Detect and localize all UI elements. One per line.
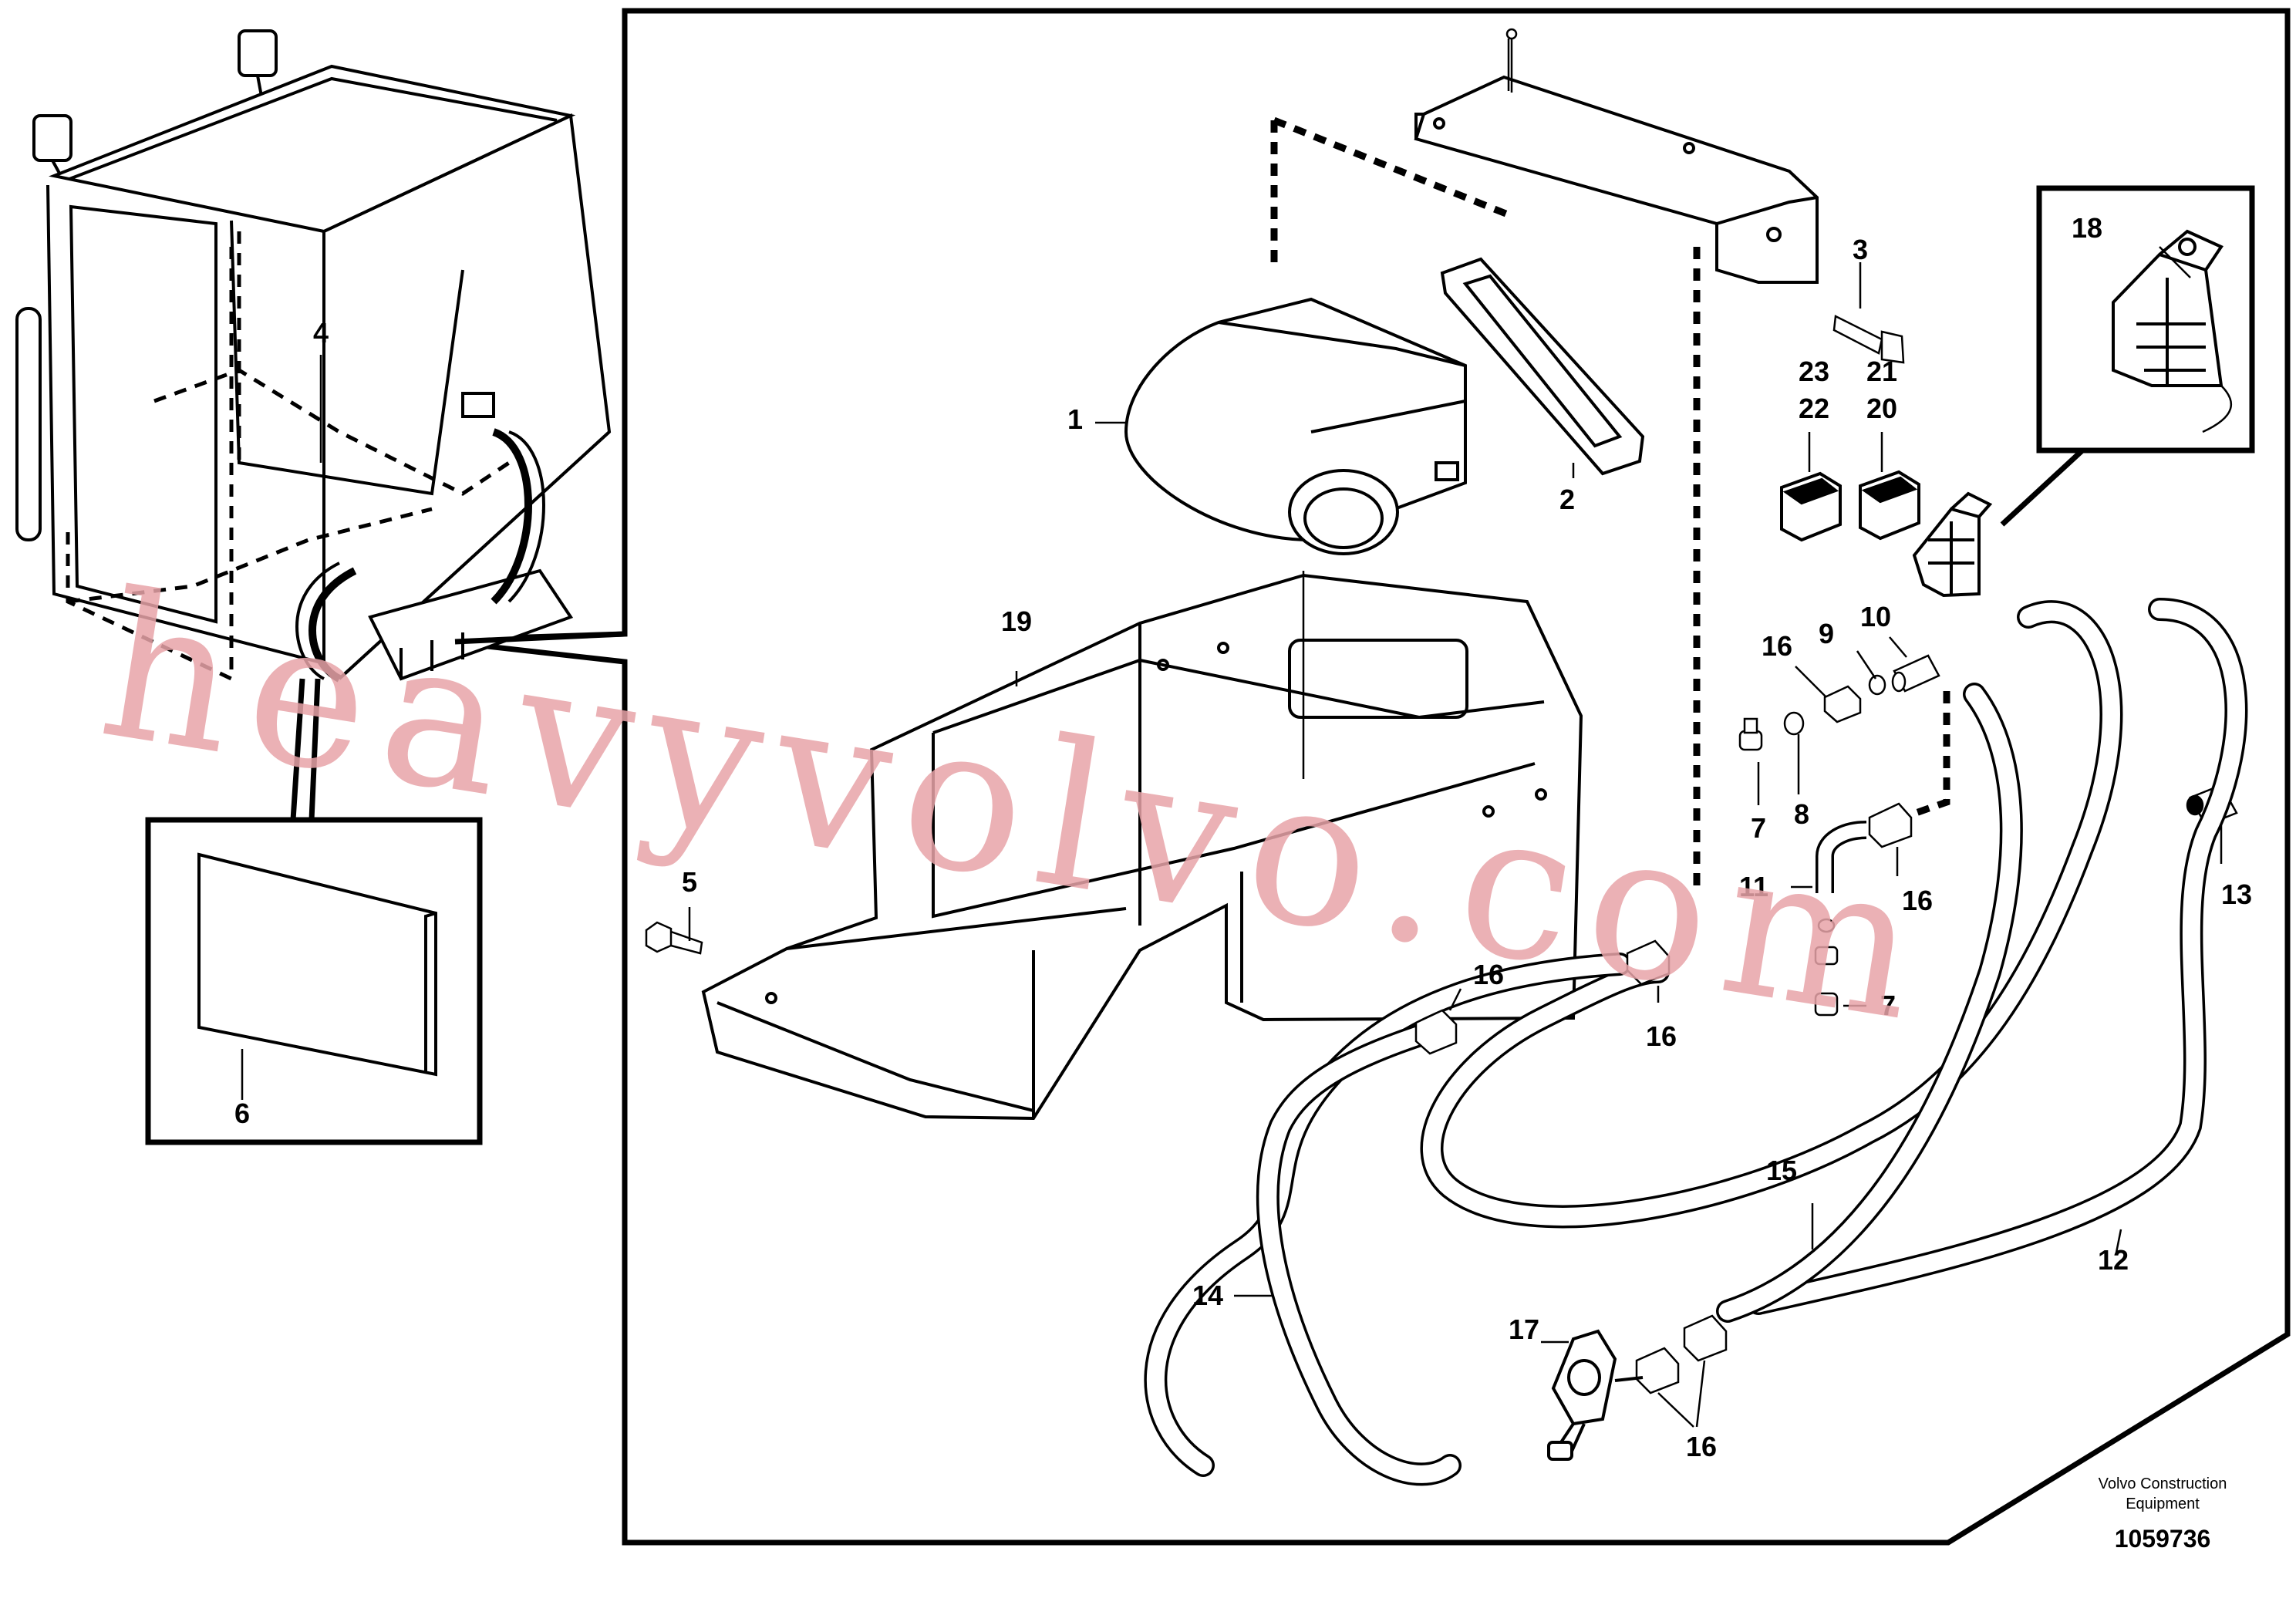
clamp-item16-left [1414,1009,1458,1055]
item6-leader [290,678,321,821]
leader-lines [241,246,2223,1428]
bolt-item5 [645,921,703,955]
bracket-item18 [1912,491,1993,598]
label-item7-top: 7 [1751,812,1766,844]
cab-overview [15,29,612,683]
drawing-number: 1059736 [2115,1525,2211,1553]
hose-item15-branch [1716,683,2023,1323]
credit-line2: Equipment [2126,1496,2200,1512]
label-item15: 15 [1766,1155,1797,1186]
label-item16-center: 16 [1646,1020,1677,1052]
valve-item17 [1547,1329,1644,1461]
washer-item9 [1868,674,1886,696]
hose-item14 [1144,953,1631,1477]
label-item10: 10 [1860,601,1891,632]
mounting-bracket [1414,75,1819,284]
label-item3: 3 [1853,234,1868,265]
label-item4: 4 [313,317,329,349]
item18-leader [2000,448,2085,527]
label-item13: 13 [2221,878,2252,910]
label-item6: 6 [234,1098,250,1129]
bolt-item3 [1832,315,1905,364]
elbow-item11 [1816,821,1867,893]
label-item16-mid: 16 [1902,885,1933,916]
top-screw [1505,28,1518,93]
clamp-item16-top [1823,685,1862,723]
tube-item10 [1891,654,1940,693]
hose-item14-lower [1256,1019,1462,1486]
credit-line1: Volvo Construction [2099,1475,2227,1492]
cab-detail-leader [454,631,625,645]
clamp-item16-bottom-a [1635,1347,1680,1394]
label-item16-top: 16 [1762,630,1792,662]
label-item8: 8 [1794,798,1809,830]
label-item9: 9 [1819,618,1834,649]
panel-item6 [197,852,437,1077]
label-item19: 19 [1001,605,1032,637]
heater-unit-item1 [1124,297,1467,555]
label-item20: 20 [1866,393,1897,424]
switch-items-20-21 [1859,470,1920,541]
label-item21: 21 [1866,356,1897,387]
label-item17: 17 [1509,1313,1539,1345]
dashed-fitting-link [1914,691,1950,817]
label-item5: 5 [682,866,697,898]
label-item18: 18 [2072,212,2102,244]
label-item11: 11 [1739,871,1768,902]
clamp-item16-center [1626,939,1671,986]
label-item1: 1 [1067,403,1083,435]
hose-item12 [1747,598,2248,1315]
part-labels: 1 2 3 4 5 6 7 7 8 9 10 11 12 13 14 15 16… [234,212,2252,1462]
gasket-item2 [1440,257,1645,476]
clamp-item16-bottom-b [1683,1314,1728,1362]
dashed-outline-top [1270,116,1513,262]
label-item22: 22 [1799,393,1829,424]
label-item14: 14 [1192,1280,1223,1311]
fitting-item7-bottom [1814,918,1839,1017]
item18-callout-frame [2036,185,2255,454]
tray-item19 [701,573,1583,1121]
label-item16-bottom: 16 [1686,1431,1717,1462]
fitting-item7-top [1738,717,1763,751]
switch-items-22-23 [1780,471,1842,542]
label-item23: 23 [1799,356,1829,387]
bracket-item18-detail [2112,229,2233,433]
label-item2: 2 [1559,484,1575,515]
label-item16-left: 16 [1473,959,1504,990]
label-item7-bottom: 7 [1880,990,1896,1021]
hose-item15 [1420,600,2123,1229]
clamp-item16-mid [1868,802,1913,848]
label-item12: 12 [2098,1244,2129,1276]
nut-item8 [1783,711,1805,736]
